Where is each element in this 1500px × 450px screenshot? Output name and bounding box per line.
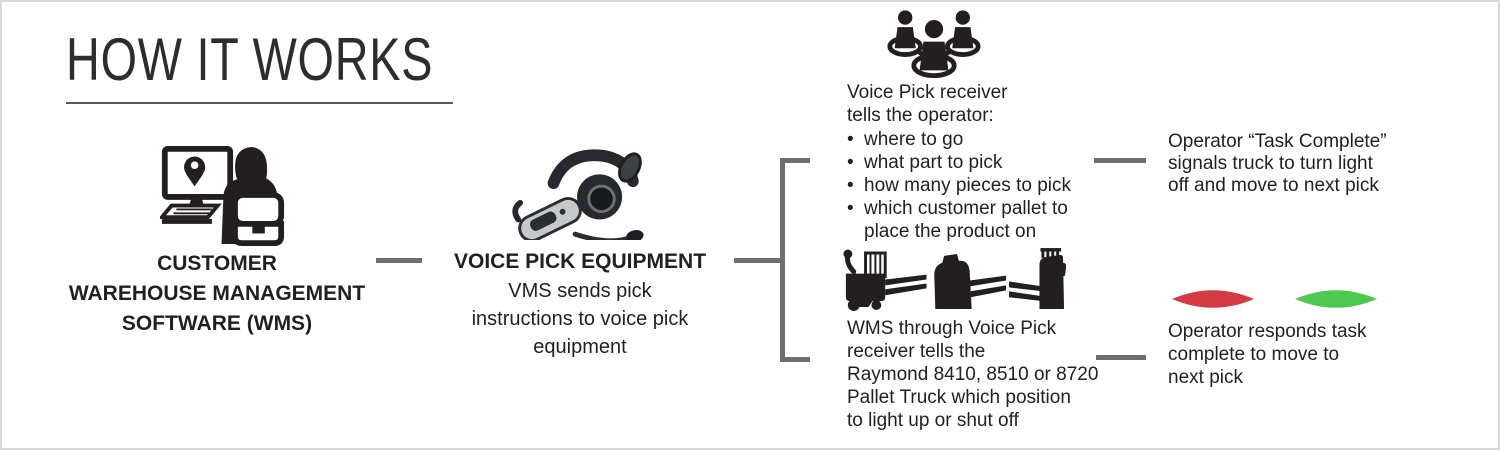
connector-receiver-to-task-complete (1094, 158, 1146, 163)
equipment-desc-line-1: VMS sends pick (508, 280, 652, 302)
receiver-intro-line-2: tells the operator: (847, 105, 994, 126)
connector-trucks-to-lights (1096, 355, 1146, 360)
bullet-how-many: how many pieces to pick (847, 174, 1087, 197)
equipment-node-description: VMS sends pick instructions to voice pic… (445, 277, 715, 361)
trucks-line-2: receiver tells the (847, 341, 986, 362)
wms-node-label: CUSTOMER WAREHOUSE MANAGEMENT SOFTWARE (… (37, 249, 397, 339)
title-underline (66, 102, 453, 104)
bullet-which-pallet: which customer pallet to place the produ… (847, 197, 1087, 243)
lights-line-1: Operator responds task (1168, 321, 1367, 342)
headset-icon (512, 149, 644, 240)
trucks-line-4: Pallet Truck which position (847, 387, 1071, 408)
bullet-where-to-go: where to go (847, 128, 1087, 151)
green-light-icon (1295, 290, 1377, 308)
trucks-line-5: to light up or shut off (847, 410, 1019, 431)
equipment-desc-line-3: equipment (533, 336, 627, 358)
task-complete-line-2: signals truck to turn light (1168, 153, 1373, 174)
connector-equipment-to-bracket (734, 258, 782, 263)
page-title: HOW IT WORKS (66, 26, 434, 93)
bracket-bottom-stub (785, 357, 810, 362)
task-complete-line-3: off and move to next pick (1168, 175, 1379, 196)
receiver-intro: Voice Pick receiver tells the operator: (847, 81, 1008, 127)
lights-text: Operator responds task complete to move … (1168, 320, 1367, 389)
lights-line-3: next pick (1168, 367, 1243, 388)
red-light-icon (1172, 290, 1254, 308)
people-network-icon (887, 10, 981, 79)
bracket-vertical-line (780, 158, 785, 362)
receiver-intro-line-1: Voice Pick receiver (847, 82, 1008, 103)
trucks-line-3: Raymond 8410, 8510 or 8720 (847, 364, 1099, 385)
trucks-text: WMS through Voice Pick receiver tells th… (847, 317, 1098, 432)
wms-label-line-1: CUSTOMER (157, 252, 277, 275)
wms-label-line-2: WAREHOUSE MANAGEMENT (68, 282, 366, 305)
receiver-bullet-list: where to go what part to pick how many p… (847, 128, 1087, 243)
equipment-node-title: VOICE PICK EQUIPMENT (453, 250, 707, 273)
wms-label-line-3: SOFTWARE (WMS) (121, 312, 313, 335)
equipment-desc-line-2: instructions to voice pick (471, 308, 689, 330)
task-complete-text: Operator “Task Complete” signals truck t… (1168, 131, 1387, 197)
task-complete-line-1: Operator “Task Complete” (1168, 131, 1387, 152)
bracket-top-stub (785, 158, 810, 163)
lights-line-2: complete to move to (1168, 344, 1340, 365)
pallet-trucks-icon (843, 248, 1066, 311)
trucks-line-1: WMS through Voice Pick (847, 318, 1057, 339)
computer-operator-icon (160, 145, 285, 246)
bullet-what-part: what part to pick (847, 151, 1087, 174)
red-green-indicator-icon (1172, 290, 1377, 308)
connector-wms-to-equipment (376, 258, 422, 263)
